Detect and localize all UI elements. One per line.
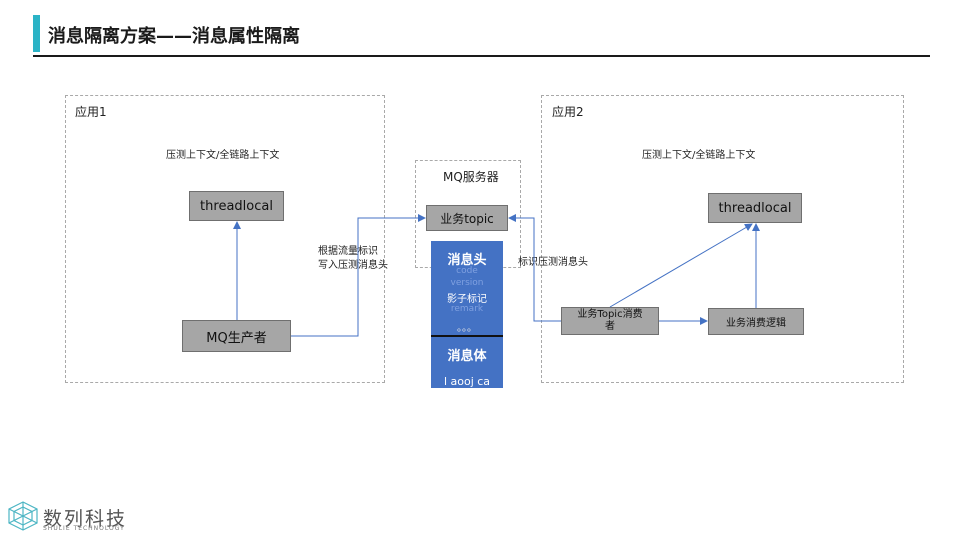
page-title: 消息隔离方案——消息属性隔离: [48, 26, 300, 47]
message-field-ellipsis: 。。。: [457, 323, 477, 334]
app1-label: 应用1: [75, 105, 107, 119]
read-note: 标识压测消息头: [518, 257, 588, 268]
mq-producer-box: MQ生产者: [182, 320, 291, 352]
app1-context-label: 压测上下文/全链路上下文: [166, 150, 280, 161]
topic-consumer-line2: 者: [605, 321, 615, 332]
message-block: 消息头 code version 影子标记 remark 。。。 消息体 l a…: [431, 241, 503, 388]
mq-server-label: MQ服务器: [443, 170, 499, 184]
app1-threadlocal-box: threadlocal: [189, 191, 284, 221]
message-field-code: code: [456, 266, 478, 276]
company-logo-subtitle: SHULIE TECHNOLOGY: [43, 525, 125, 532]
company-logo-name: 数列科技: [43, 508, 128, 530]
topic-consumer-box: 业务Topic消费 者: [561, 307, 659, 335]
message-field-shadow-mark: 影子标记: [447, 294, 487, 305]
message-body-label: 消息体: [447, 349, 487, 364]
title-accent-bar: [33, 15, 40, 52]
app2-label: 应用2: [552, 105, 584, 119]
message-divider: [431, 335, 503, 337]
app2-threadlocal-box: threadlocal: [708, 193, 802, 223]
write-note-line1: 根据流量标识: [318, 246, 378, 257]
arrow-producer-to-topic: [291, 214, 426, 337]
business-logic-box: 业务消费逻辑: [708, 308, 804, 335]
write-note-line2: 写入压测消息头: [318, 260, 388, 271]
arrow-consumer-to-threadlocal: [609, 223, 753, 308]
message-field-remark: remark: [450, 304, 484, 314]
message-head-label: 消息头: [447, 253, 487, 268]
app2-context-label: 压测上下文/全链路上下文: [642, 150, 756, 161]
business-topic-box: 业务topic: [426, 205, 508, 231]
app2-container: [541, 95, 904, 383]
message-body-text: l aooj ca: [443, 375, 491, 388]
company-logo-icon: [8, 501, 38, 531]
title-underline: [33, 55, 930, 57]
message-field-version: version: [450, 278, 484, 288]
arrow-consumer-to-topic: [508, 214, 561, 322]
app1-container: [65, 95, 385, 383]
topic-consumer-line1: 业务Topic消费: [577, 309, 643, 320]
